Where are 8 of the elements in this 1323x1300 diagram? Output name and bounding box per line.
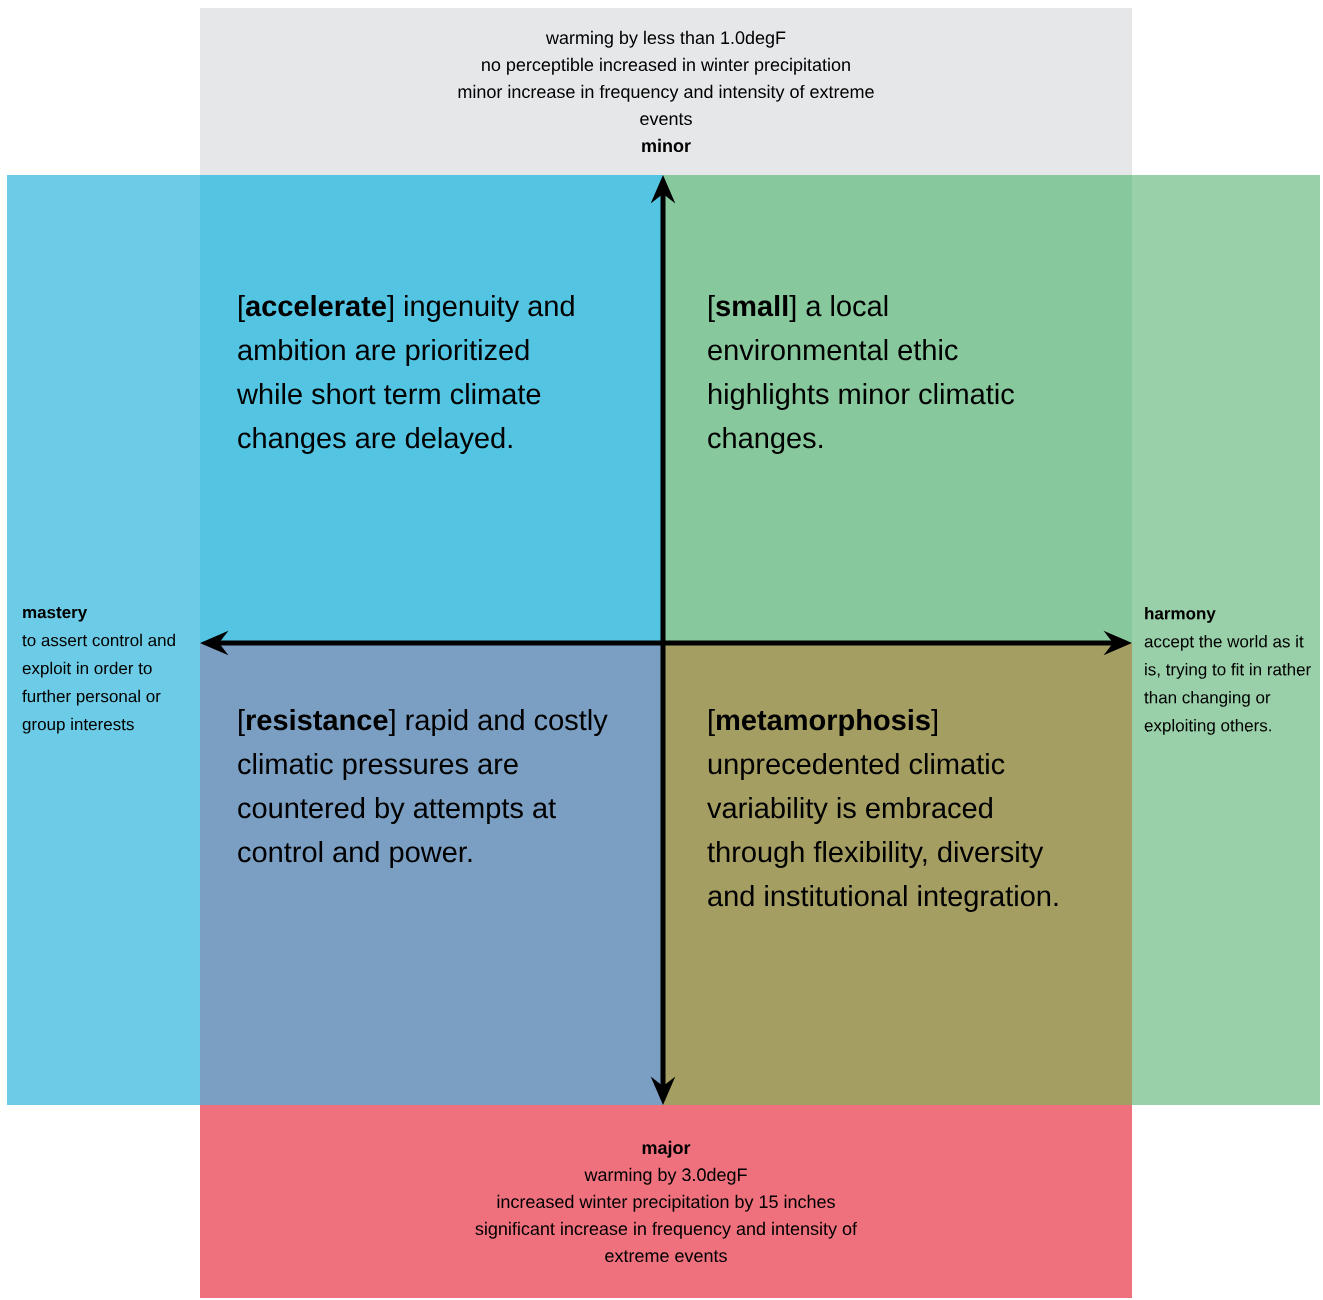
quadrant-box: [metamorphosis] unprecedented climatic variability is embraced through flexibility, diversity and institutional integration. (663, 643, 1132, 1105)
quadrant-box: [resistance] rapid and costly climatic pressures are countered by attempts at control and power. (200, 643, 663, 1105)
band: mastery to assert control and exploit in order to further personal or group interests (7, 175, 200, 1105)
band: warming by less than 1.0degF no perceptible increased in winter precipitation minor increase in frequency and intensity of extreme events minor (200, 8, 1132, 175)
band: harmony accept the world as it is, trying to fit in rather than changing or exploiting others. (1132, 175, 1320, 1105)
quadrant-box: [small] a local environmental ethic highlights minor climatic changes. (663, 175, 1132, 643)
band: major warming by 3.0degF increased winter precipitation by 15 inches significant increase in frequency and intensity of extreme events (200, 1105, 1132, 1298)
quadrant-box: [accelerate] ingenuity and ambition are prioritized while short term climate changes are delayed. (200, 175, 663, 643)
